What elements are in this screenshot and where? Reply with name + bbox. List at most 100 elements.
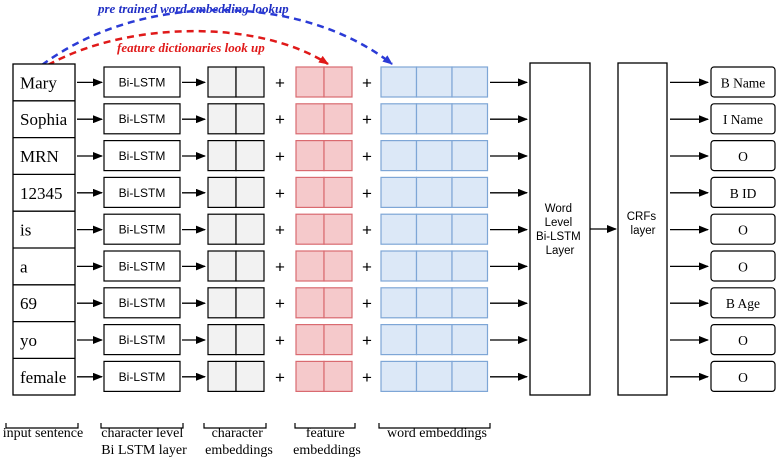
char-lstm-brace: [100, 423, 184, 429]
word-embedding-cell: [380, 213, 418, 245]
char-embedding-cell: [207, 103, 237, 135]
output-tag-box: [710, 250, 776, 282]
concat-plus: +: [362, 147, 372, 166]
char-embedding-cell: [207, 287, 237, 319]
char-embedding-cell: [235, 176, 265, 208]
char-embedding-cell: [235, 103, 265, 135]
concat-plus: +: [362, 184, 372, 203]
char-bilstm-box: [103, 250, 181, 282]
char-bilstm-box: [103, 324, 181, 356]
char-bilstm-box: [103, 287, 181, 319]
char-bilstm-box: [103, 176, 181, 208]
concat-plus: +: [275, 221, 285, 240]
feat-emb-brace: [294, 423, 356, 429]
char-bilstm-label: Bi-LSTM: [119, 259, 166, 273]
concat-plus: +: [275, 294, 285, 313]
char-bilstm-label: Bi-LSTM: [119, 370, 166, 384]
feature-embedding-cell: [295, 103, 325, 135]
output-tag-box: [710, 140, 776, 172]
char-embedding-cell: [207, 176, 237, 208]
char-lstm-caption: character level Bi LSTM layer: [101, 426, 187, 458]
output-tag-label: O: [738, 370, 748, 385]
concat-plus: +: [362, 110, 372, 129]
word-embedding-cell: [380, 66, 418, 98]
feature-dictionary-label: feature dictionaries look up: [117, 40, 265, 55]
char-embedding-cell: [235, 213, 265, 245]
char-bilstm-label: Bi-LSTM: [119, 75, 166, 89]
char-bilstm-label: Bi-LSTM: [119, 149, 166, 163]
word-embedding-cell: [415, 140, 453, 172]
concat-plus: +: [275, 368, 285, 387]
output-tag-label: B Age: [726, 296, 760, 311]
feature-embedding-cell: [295, 324, 325, 356]
concat-plus: +: [275, 331, 285, 350]
word-embedding-cell: [415, 66, 453, 98]
char-bilstm-box: [103, 66, 181, 98]
word-embedding-cell: [451, 103, 489, 135]
char-embedding-cell: [207, 324, 237, 356]
feat-emb-caption: feature embeddings: [293, 426, 361, 458]
word-embedding-cell: [415, 287, 453, 319]
concat-plus: +: [362, 257, 372, 276]
output-tag-label: B ID: [730, 186, 757, 201]
feature-embedding-cell: [323, 66, 353, 98]
char-bilstm-box: [103, 103, 181, 135]
feature-embedding-cell: [295, 213, 325, 245]
output-tag-box: [710, 324, 776, 356]
input-token: 12345: [20, 184, 63, 203]
input-token: yo: [20, 331, 37, 350]
output-tag-label: O: [738, 223, 748, 238]
char-bilstm-label: Bi-LSTM: [119, 112, 166, 126]
word-level-bilstm-box: [529, 62, 591, 396]
word-embedding-cell: [380, 250, 418, 282]
output-tag-box: [710, 287, 776, 319]
pretrained-lookup-label: pre trained word embedding lookup: [97, 1, 289, 16]
word-embedding-cell: [380, 103, 418, 135]
input-token: female: [20, 368, 66, 387]
output-tag-box: [710, 66, 776, 98]
concat-plus: +: [275, 257, 285, 276]
char-bilstm-box: [103, 360, 181, 392]
word-embedding-cell: [415, 324, 453, 356]
concat-plus: +: [275, 73, 285, 92]
word-emb-brace: [378, 423, 491, 429]
feature-embedding-cell: [295, 250, 325, 282]
char-embedding-cell: [207, 66, 237, 98]
word-embedding-cell: [451, 140, 489, 172]
char-embedding-cell: [207, 250, 237, 282]
input-token: a: [20, 257, 28, 276]
feature-embedding-cell: [323, 324, 353, 356]
crf-layer-label: CRFs layer: [627, 211, 660, 237]
word-embedding-cell: [451, 66, 489, 98]
word-embedding-cell: [380, 324, 418, 356]
pretrained-lookup-arrow: [41, 8, 393, 67]
concat-plus: +: [275, 184, 285, 203]
input-token: Mary: [20, 73, 57, 92]
feature-embedding-cell: [323, 250, 353, 282]
char-bilstm-label: Bi-LSTM: [119, 333, 166, 347]
word-emb-caption: word embeddings: [387, 426, 487, 441]
word-embedding-cell: [451, 360, 489, 392]
char-emb-caption: character embeddings: [205, 426, 273, 458]
char-embedding-cell: [207, 213, 237, 245]
concat-plus: +: [362, 221, 372, 240]
char-embedding-cell: [207, 360, 237, 392]
feature-embedding-cell: [323, 176, 353, 208]
word-embedding-cell: [451, 250, 489, 282]
input-token: Sophia: [20, 110, 68, 129]
feature-embedding-cell: [323, 360, 353, 392]
output-tag-box: [710, 213, 776, 245]
word-embedding-cell: [451, 213, 489, 245]
concat-plus: +: [362, 294, 372, 313]
concat-plus: +: [362, 73, 372, 92]
word-embedding-cell: [415, 103, 453, 135]
word-level-bilstm-label: Word Level Bi-LSTM Layer: [536, 203, 584, 257]
output-tag-box: [710, 176, 776, 208]
feature-lookup-arrow: [47, 29, 329, 67]
crf-layer-box: [617, 62, 668, 396]
concat-plus: +: [362, 368, 372, 387]
output-tag-label: I Name: [723, 112, 763, 127]
char-bilstm-label: Bi-LSTM: [119, 186, 166, 200]
char-embedding-cell: [235, 360, 265, 392]
feature-embedding-cell: [323, 140, 353, 172]
